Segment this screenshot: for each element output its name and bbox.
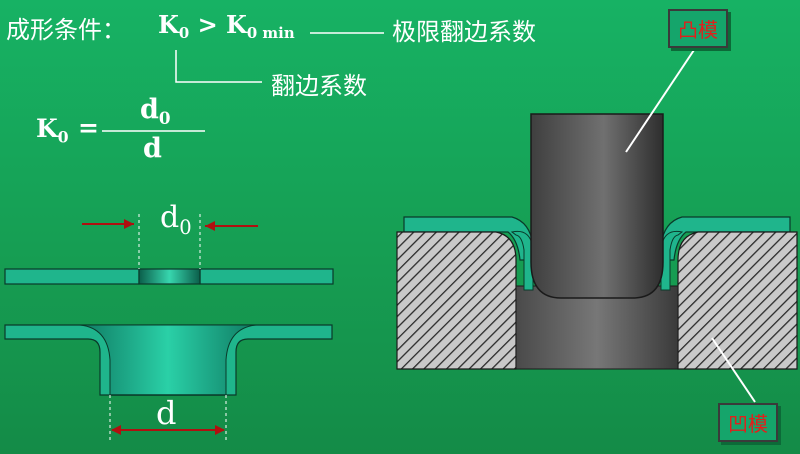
formula-num-base: d [140, 94, 159, 125]
blank-left-part [4, 268, 140, 285]
d-arrowhead-right [215, 425, 225, 435]
condition-rhs-base: K [226, 10, 247, 39]
condition-expression: K0 > K0 min [158, 10, 295, 42]
punch-leader-line [625, 43, 699, 153]
coef-leader-line [175, 50, 262, 83]
formula-equals: = [78, 113, 99, 142]
die-left [396, 231, 517, 370]
formula-denominator: d [143, 133, 162, 164]
punch [530, 113, 664, 299]
d-label: d [156, 394, 177, 432]
punch-label: 凸模 [668, 9, 728, 48]
condition-lhs-base: K [158, 10, 179, 39]
formula-lhs: K0 [36, 114, 69, 146]
blank-right-part [199, 268, 334, 285]
condition-rhs: K0 min [226, 10, 295, 43]
die-label: 凹模 [718, 403, 778, 442]
d0-label-base: d [160, 200, 180, 235]
formula-num-sub: 0 [158, 107, 171, 128]
d-arrowhead-left [111, 425, 121, 435]
formula-lhs-sub: 0 [57, 127, 69, 147]
formula-lhs-base: K [36, 114, 58, 143]
coef-label: 翻边系数 [271, 72, 367, 100]
d0-right-arrowhead [205, 221, 215, 231]
d0-left-arrowhead [124, 219, 134, 229]
limit-label: 极限翻边系数 [392, 18, 536, 46]
condition-rhs-sub: 0 min [246, 24, 295, 43]
condition-lhs-sub: 0 [178, 24, 190, 43]
blank-hole [138, 268, 201, 285]
d0-label: d0 [160, 200, 192, 239]
die-leader-line [711, 337, 756, 403]
condition-lhs: K0 [158, 10, 190, 43]
d0-label-sub: 0 [179, 215, 192, 239]
die-cavity [515, 285, 679, 370]
formula-numerator: d0 [140, 94, 171, 128]
flange-wall-left [510, 230, 534, 291]
die-right [677, 231, 798, 370]
condition-operator: > [197, 10, 218, 39]
flange-wall-right [660, 230, 684, 291]
condition-label: 成形条件： [6, 16, 126, 44]
